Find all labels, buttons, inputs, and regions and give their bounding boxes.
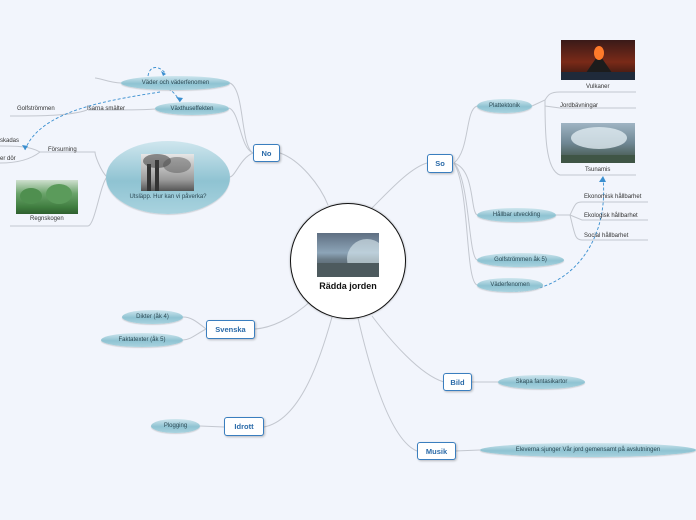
subtopic-sjunger[interactable]: Eleverna sjunger Vår jord gemensamt på a…	[480, 443, 696, 457]
label-ekonomisk[interactable]: Ekonomisk hållbarhet	[584, 194, 642, 200]
label-vulkaner[interactable]: Vulkaner	[586, 84, 610, 90]
factory-smoke-photo-icon	[141, 154, 194, 191]
label-regnskogen[interactable]: Regnskogen	[30, 216, 64, 222]
subtopic-fakta[interactable]: Faktatexter (åk 5)	[101, 333, 183, 347]
tsunami-wave-photo-icon	[561, 123, 635, 163]
label-jordbav[interactable]: Jordbävningar	[560, 103, 599, 109]
label-golf-no[interactable]: Golfströmmen	[17, 106, 55, 112]
subtopic-hallbar[interactable]: Hållbar utveckling	[477, 208, 556, 222]
subtopic-dikter[interactable]: Dikter (åk 4)	[122, 310, 183, 324]
topic-no[interactable]: No	[253, 144, 280, 162]
central-node[interactable]: Rädda jorden	[290, 203, 406, 319]
subtopic-plogging[interactable]: Plogging	[151, 419, 200, 433]
topic-svenska[interactable]: Svenska	[206, 320, 255, 339]
volcano-photo-icon	[561, 40, 635, 80]
subtopic-fanta[interactable]: Skapa fantasikartor	[498, 375, 585, 389]
topic-musik[interactable]: Musik	[417, 442, 456, 460]
utslapp-label: Utsläpp. Hur kan vi påverka?	[129, 194, 207, 200]
tsunami-photo-icon	[317, 233, 379, 277]
topic-idrott[interactable]: Idrott	[224, 417, 264, 436]
label-skadas[interactable]: skadas	[0, 138, 20, 144]
subtopic-utslapp[interactable]: Utsläpp. Hur kan vi påverka?	[106, 141, 230, 214]
central-title: Rädda jorden	[319, 281, 377, 291]
topic-so[interactable]: So	[427, 154, 453, 173]
rainforest-photo-icon	[16, 180, 78, 214]
label-dor[interactable]: er dör	[0, 156, 16, 162]
subtopic-golfstrom[interactable]: Golfströmmen åk 5)	[477, 253, 564, 267]
subtopic-vaderfen[interactable]: Väderfenomen	[477, 278, 543, 292]
label-forsurning[interactable]: Försurning	[48, 147, 77, 153]
label-ekologisk[interactable]: Ekologisk hållbarhet	[584, 213, 638, 219]
subtopic-platt[interactable]: Plattektonik	[477, 99, 532, 113]
label-social[interactable]: Social hållbarhet	[584, 233, 629, 239]
subtopic-vader[interactable]: Väder och väderfenomen	[121, 76, 230, 90]
topic-bild[interactable]: Bild	[443, 373, 472, 391]
subtopic-vaxthus[interactable]: Växthuseffekten	[155, 102, 229, 115]
label-tsunamis[interactable]: Tsunamis	[585, 167, 611, 173]
label-isarna[interactable]: Isarna smälter	[87, 106, 126, 112]
